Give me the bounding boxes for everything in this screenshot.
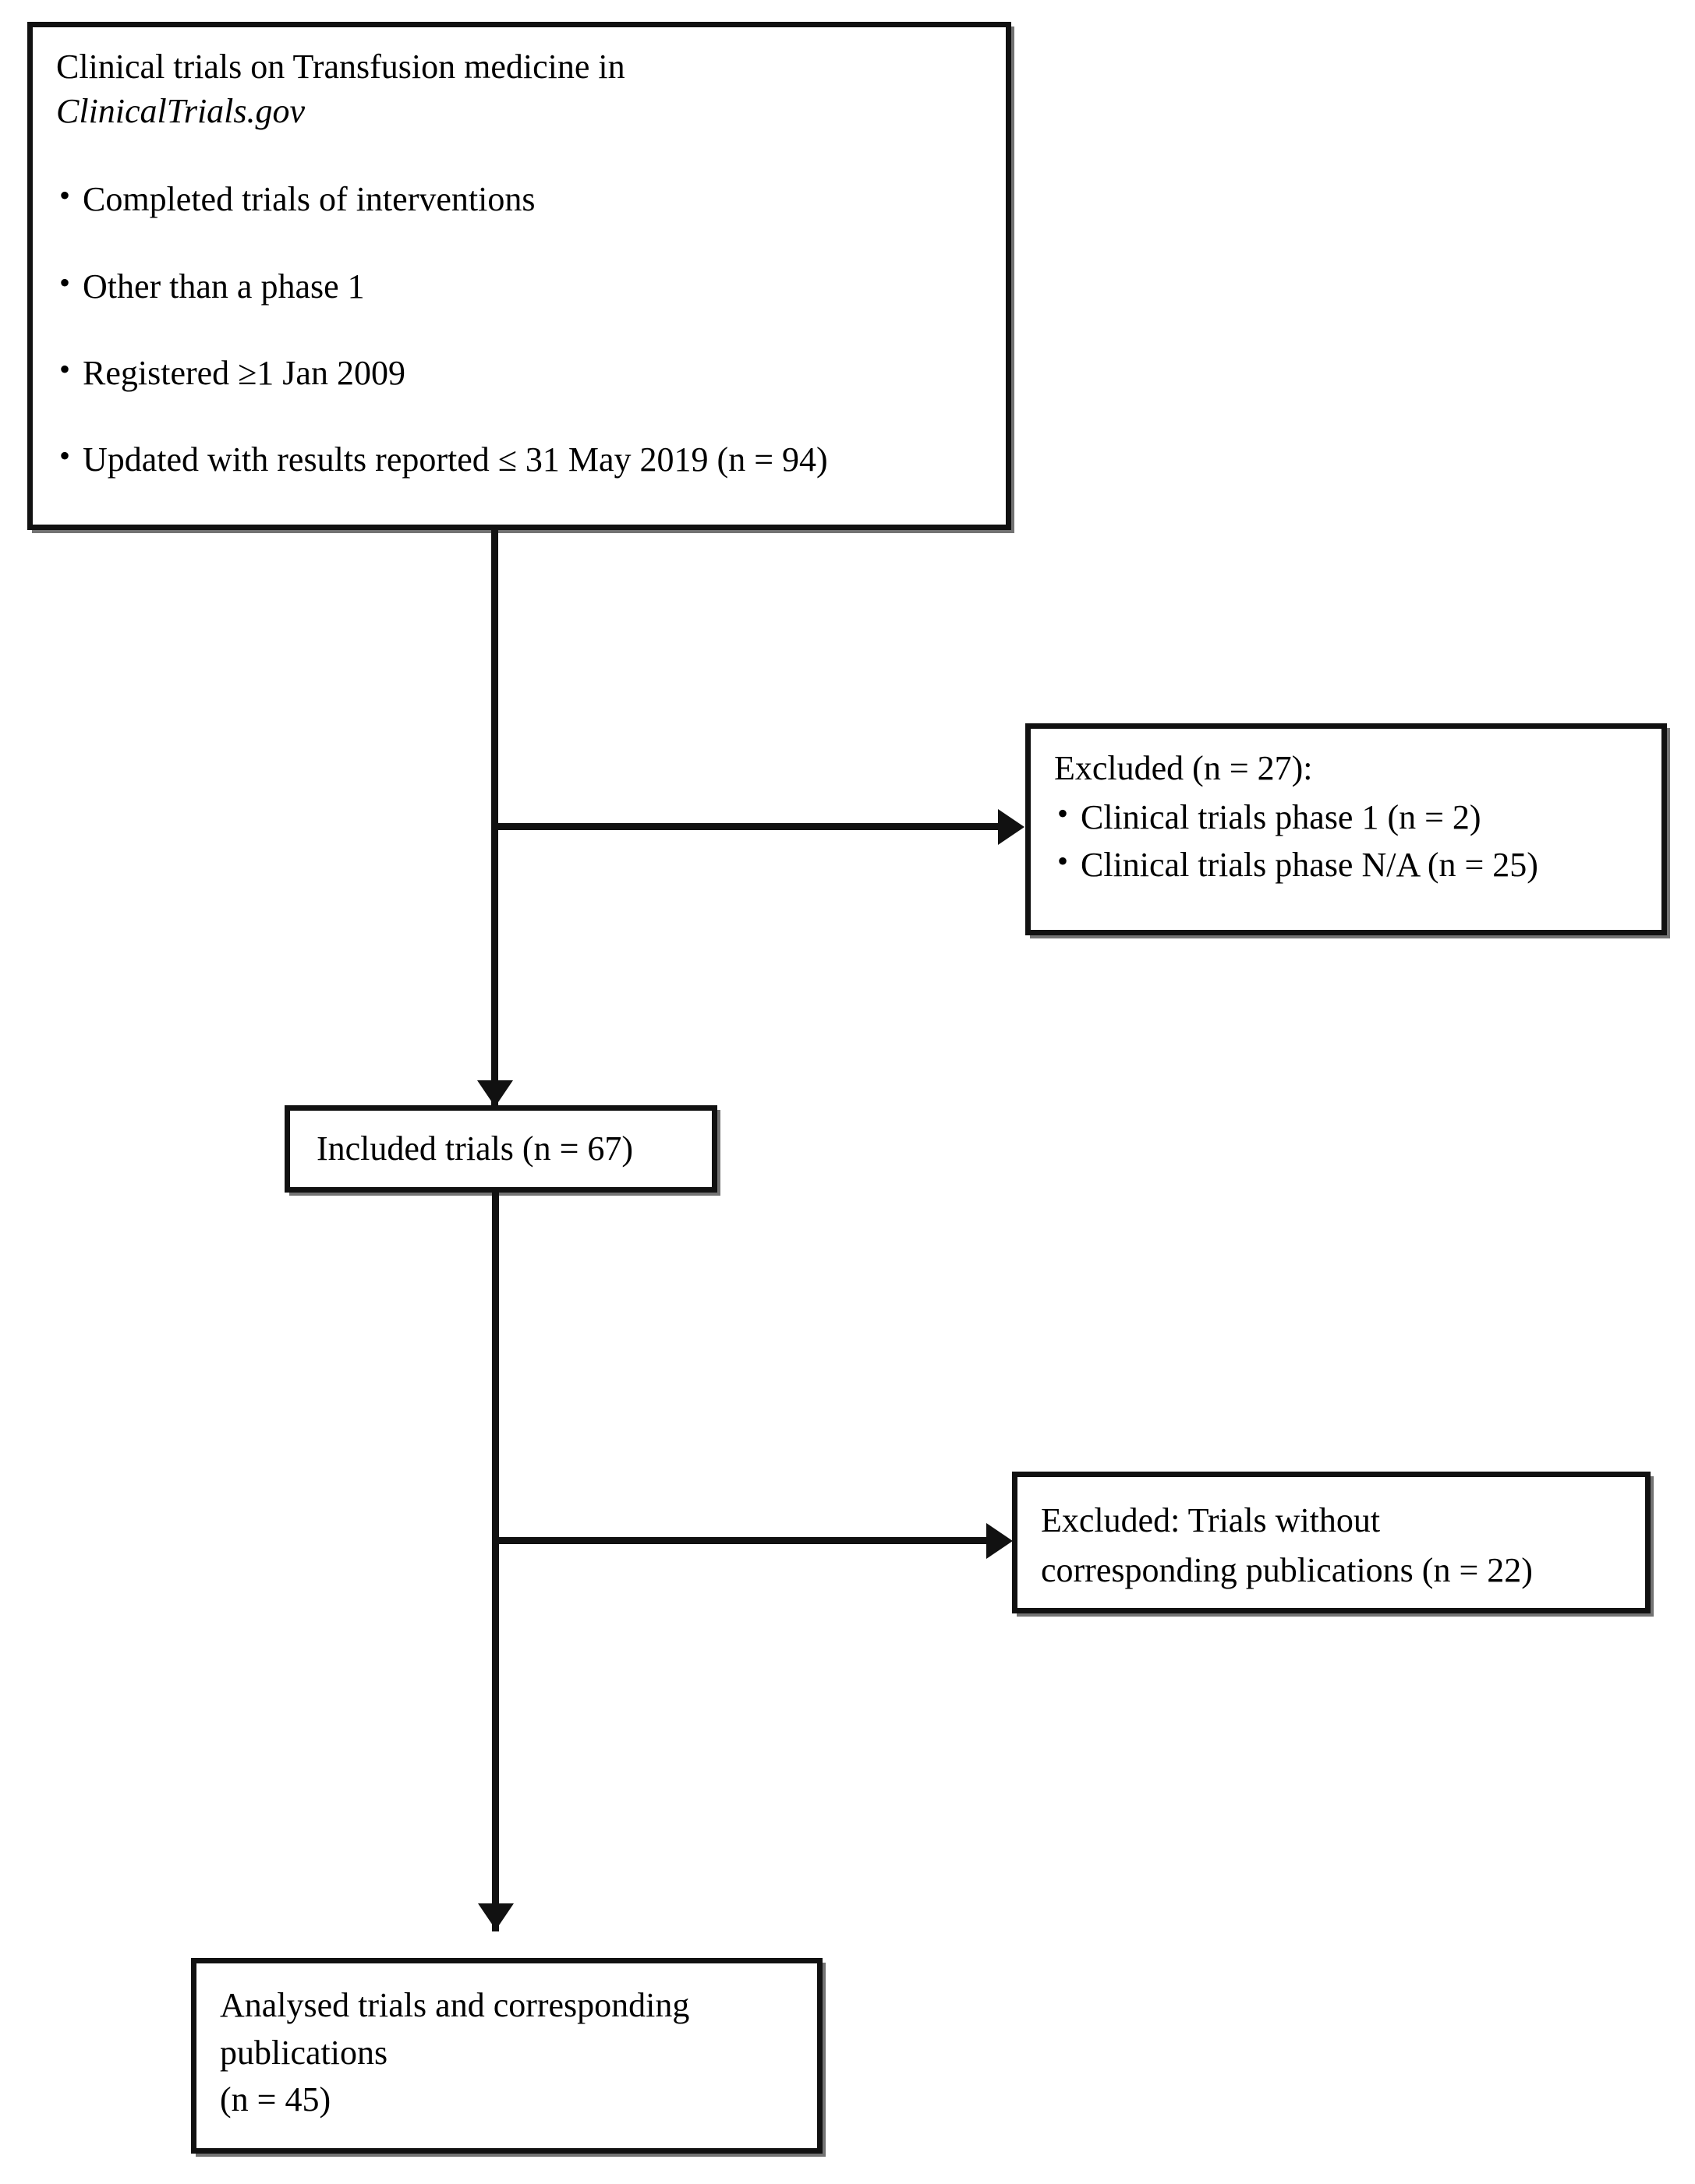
node-analysed-trials-body: Analysed trials and corresponding public… <box>196 1963 817 2140</box>
excluded-phase-list: Clinical trials phase 1 (n = 2) Clinical… <box>1054 793 1641 887</box>
list-item: Completed trials of interventions <box>56 175 986 221</box>
node-source-records-heading: Clinical trials on Transfusion medicine … <box>56 44 986 133</box>
node-source-records: Clinical trials on Transfusion medicine … <box>27 22 1011 530</box>
source-heading-line-2-registry: ClinicalTrials.gov <box>56 92 306 131</box>
list-item: Registered ≥1 Jan 2009 <box>56 349 986 395</box>
list-item: Other than a phase 1 <box>56 263 986 309</box>
connector-source-to-included-line <box>491 530 498 1108</box>
node-source-records-body: Clinical trials on Transfusion medicine … <box>33 27 1006 499</box>
connector-included-to-excluded2-arrowhead <box>986 1523 1013 1559</box>
excluded-no-publication-line-2: corresponding publications (n = 22) <box>1041 1550 1533 1589</box>
list-item: Clinical trials phase 1 (n = 2) <box>1054 793 1641 839</box>
node-included-trials: Included trials (n = 67) <box>285 1105 717 1193</box>
analysed-trials-line-3-count: (n = 45) <box>220 2080 331 2119</box>
node-excluded-no-publication: Excluded: Trials without corresponding p… <box>1012 1472 1651 1613</box>
connector-source-to-excluded1-arrowhead <box>998 809 1024 845</box>
excluded-phase-heading: Excluded (n = 27): <box>1054 749 1313 787</box>
analysed-trials-line-2: publications <box>220 2033 388 2072</box>
included-trials-label: Included trials (n = 67) <box>317 1129 634 1168</box>
connector-source-to-included-arrowhead <box>477 1080 513 1107</box>
connector-source-to-excluded1-line <box>491 823 1000 830</box>
node-excluded-phase: Excluded (n = 27): Clinical trials phase… <box>1025 723 1667 935</box>
connector-included-to-analysed-line <box>492 1193 499 1931</box>
analysed-trials-line-1: Analysed trials and corresponding <box>220 1986 690 2024</box>
node-analysed-trials: Analysed trials and corresponding public… <box>191 1958 823 2154</box>
node-included-trials-body: Included trials (n = 67) <box>290 1111 712 1185</box>
source-heading-line-1: Clinical trials on Transfusion medicine … <box>56 48 625 86</box>
excluded-no-publication-line-1: Excluded: Trials without <box>1041 1501 1381 1539</box>
node-excluded-phase-body: Excluded (n = 27): Clinical trials phase… <box>1031 729 1661 905</box>
connector-included-to-excluded2-line <box>492 1537 988 1544</box>
list-item: Updated with results reported ≤ 31 May 2… <box>56 436 986 482</box>
node-excluded-no-publication-body: Excluded: Trials without corresponding p… <box>1017 1477 1645 1613</box>
connector-included-to-analysed-arrowhead <box>478 1903 514 1930</box>
source-criteria-list: Completed trials of interventions Other … <box>56 175 986 482</box>
list-item: Clinical trials phase N/A (n = 25) <box>1054 841 1641 887</box>
